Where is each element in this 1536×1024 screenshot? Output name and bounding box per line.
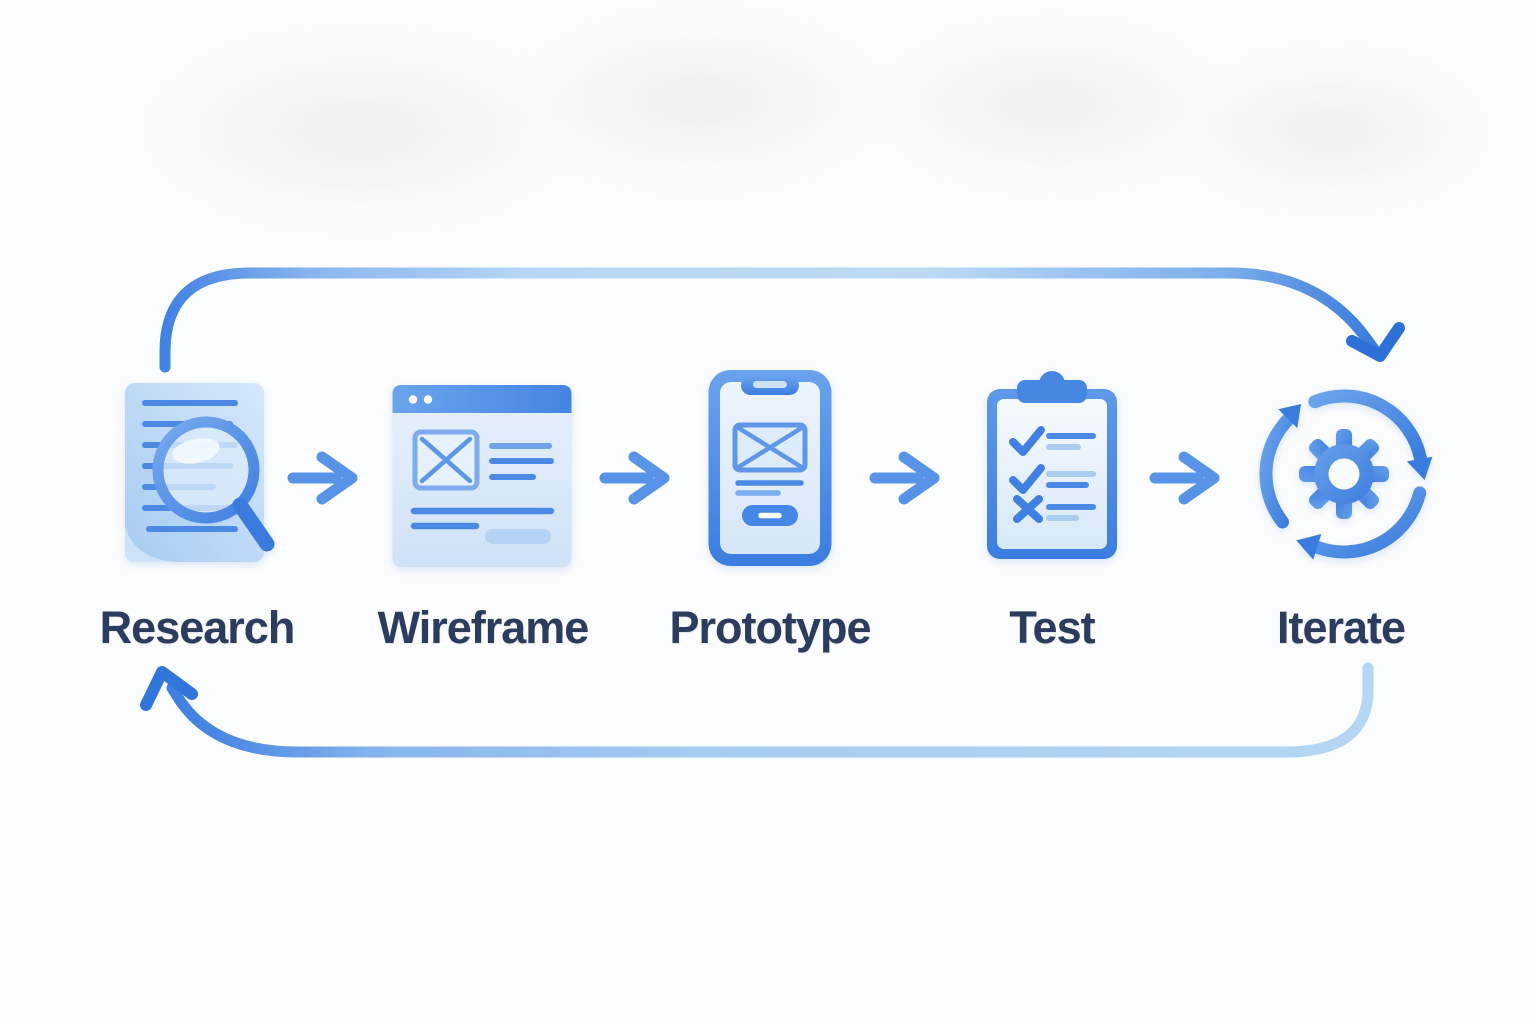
image-placeholder <box>732 422 808 473</box>
window-dot <box>408 395 418 404</box>
browser-wireframe-icon <box>392 385 572 567</box>
button-placeholder <box>742 505 798 526</box>
button-placeholder <box>485 529 551 544</box>
stage-label-research: Research <box>99 602 296 653</box>
cycle-arrows <box>1259 389 1428 559</box>
mobile-wireframe-icon <box>708 370 832 566</box>
flow-arrow-research-to-wireframe <box>287 451 358 505</box>
stage-label-test: Test <box>1009 602 1095 653</box>
flow-arrow-prototype-to-test <box>869 451 940 505</box>
gear <box>1299 429 1389 519</box>
cross-icon <box>1013 495 1043 523</box>
stage-label-prototype: Prototype <box>669 602 871 653</box>
flow-arrow-wireframe-to-prototype <box>599 451 670 505</box>
arrowhead-up-icon <box>140 666 198 711</box>
check-icon <box>1009 426 1045 456</box>
check-icon <box>1009 464 1045 494</box>
image-placeholder <box>412 429 480 491</box>
phone-notch <box>741 376 799 395</box>
stage-label-iterate: Iterate <box>1276 602 1406 653</box>
browser-titlebar <box>392 385 572 413</box>
magnifier <box>152 416 275 552</box>
window-dot <box>423 395 433 404</box>
arrowhead-down-icon <box>1346 322 1405 362</box>
stage-label-wireframe: Wireframe <box>377 602 590 653</box>
gear-cycle-icon <box>1259 389 1433 560</box>
cycle-arrowheads <box>1278 404 1433 560</box>
clipboard-clip <box>1017 380 1087 403</box>
document-search-icon <box>125 383 275 562</box>
flow-arrow-test-to-iterate <box>1149 451 1220 505</box>
clipboard-checklist-icon <box>987 371 1117 559</box>
